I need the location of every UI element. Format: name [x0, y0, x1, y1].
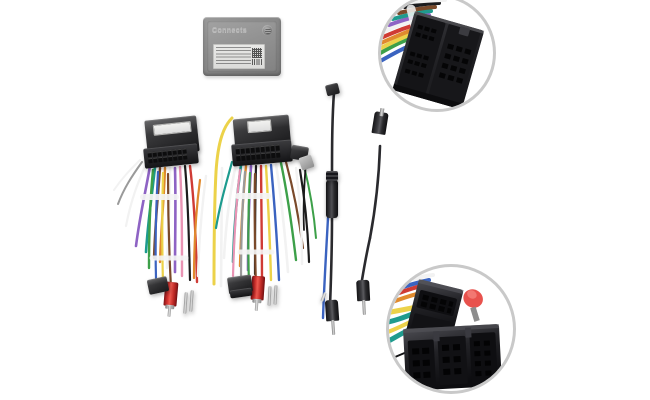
module-brand-text: Connects: [212, 27, 248, 34]
din-antenna-plug-center: [324, 299, 340, 336]
rca-right-pin: [255, 299, 259, 312]
inset-iso-block-artwork: [389, 273, 502, 391]
barcode-icon: [252, 59, 262, 65]
din-plug-center-tip: [330, 319, 336, 336]
qr-code-icon: [252, 48, 262, 58]
din-plug-left-tip: [361, 299, 367, 316]
quadlock-connector-right-label-text: [249, 125, 269, 127]
iso-connector-left-label: [152, 120, 192, 136]
quadlock-connector-right-label: [246, 119, 272, 134]
canbus-interface-module: Connects: [203, 17, 281, 76]
inset-quadlock-content: [381, 0, 493, 109]
iso-connector-left-label-text: [155, 127, 189, 131]
inset-iso-block-content: [389, 267, 513, 391]
antenna-amplifier-adapter: [326, 180, 338, 218]
inset-quadlock-detail: [378, 0, 496, 112]
quadlock-connector-right-pins: [235, 144, 281, 162]
din-antenna-plug-left: [356, 279, 371, 316]
label-text-lines: [216, 47, 251, 66]
red-phantom-connector: [463, 289, 483, 322]
inset-quadlock-artwork: [381, 0, 485, 109]
iso-connector-left-pins: [147, 148, 188, 164]
module-logo-icon: [262, 25, 273, 36]
antenna-amplifier-collar: [326, 171, 338, 181]
rca-left-pin: [167, 305, 171, 318]
din-plug-center-shell: [324, 299, 340, 322]
inset-iso-block-detail: [386, 264, 516, 394]
din-plug-left-shell: [356, 279, 371, 302]
module-spec-label: [213, 44, 265, 69]
